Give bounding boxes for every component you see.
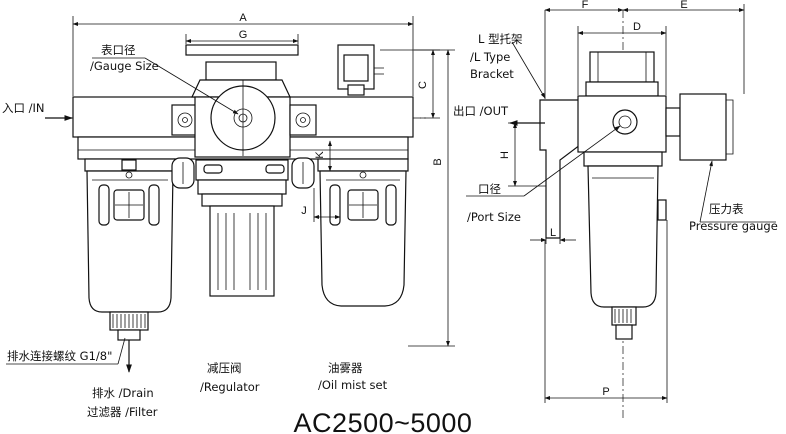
outlet-label: 出口 /OUT [453, 104, 509, 118]
port-size-en: /Port Size [467, 210, 521, 224]
dim-b-label: B [432, 158, 444, 165]
front-view: A G C B K J [6, 12, 455, 373]
inlet-label: 入口 /IN [2, 101, 45, 115]
drain-label: 排水 /Drain [92, 386, 154, 400]
dim-l-label: L [550, 227, 556, 239]
port [612, 109, 638, 135]
dim-j-label: J [301, 205, 307, 217]
bracket-cn: L 型托架 [478, 32, 523, 46]
pressure-gauge-en: Pressure gauge [689, 219, 778, 233]
dim-d-label: D [633, 21, 641, 33]
gauge-size-cn: 表口径 [101, 43, 136, 57]
gauge-size-en: /Gauge Size [90, 59, 159, 73]
pressure-gauge [679, 93, 727, 161]
drain-thread-label: 排水连接螺纹 G1/8" [7, 349, 112, 363]
dim-e-label: E [680, 0, 687, 11]
oil-mist-module [317, 44, 409, 307]
bracket-en-2: Bracket [470, 67, 514, 81]
filter-label: 过滤器 /Filter [87, 405, 158, 419]
dim-k-label: K [314, 151, 326, 159]
pressure-gauge-cn: 压力表 [709, 202, 744, 216]
dim-h-label: H [499, 151, 511, 159]
filter-module [84, 104, 199, 341]
regulator-module [171, 44, 317, 297]
dim-g-label: G [239, 29, 248, 41]
dim-p-label: P [602, 386, 609, 398]
side-view: F E D H L P [466, 0, 776, 420]
dim-f-label: F [582, 0, 589, 11]
dim-a-label: A [239, 12, 247, 24]
port-size-cn: 口径 [478, 182, 501, 196]
oil-mist-cn: 油雾器 [328, 361, 363, 375]
model-title: AC2500~5000 [294, 408, 473, 434]
dim-c-label: C [417, 81, 429, 89]
oil-mist-en: /Oil mist set [318, 378, 388, 392]
regulator-en: /Regulator [200, 380, 260, 394]
l-type-bracket [539, 99, 581, 239]
regulator-knob [209, 205, 275, 297]
regulator-cn: 减压阀 [207, 361, 242, 375]
bracket-en-1: /L Type [470, 50, 510, 64]
